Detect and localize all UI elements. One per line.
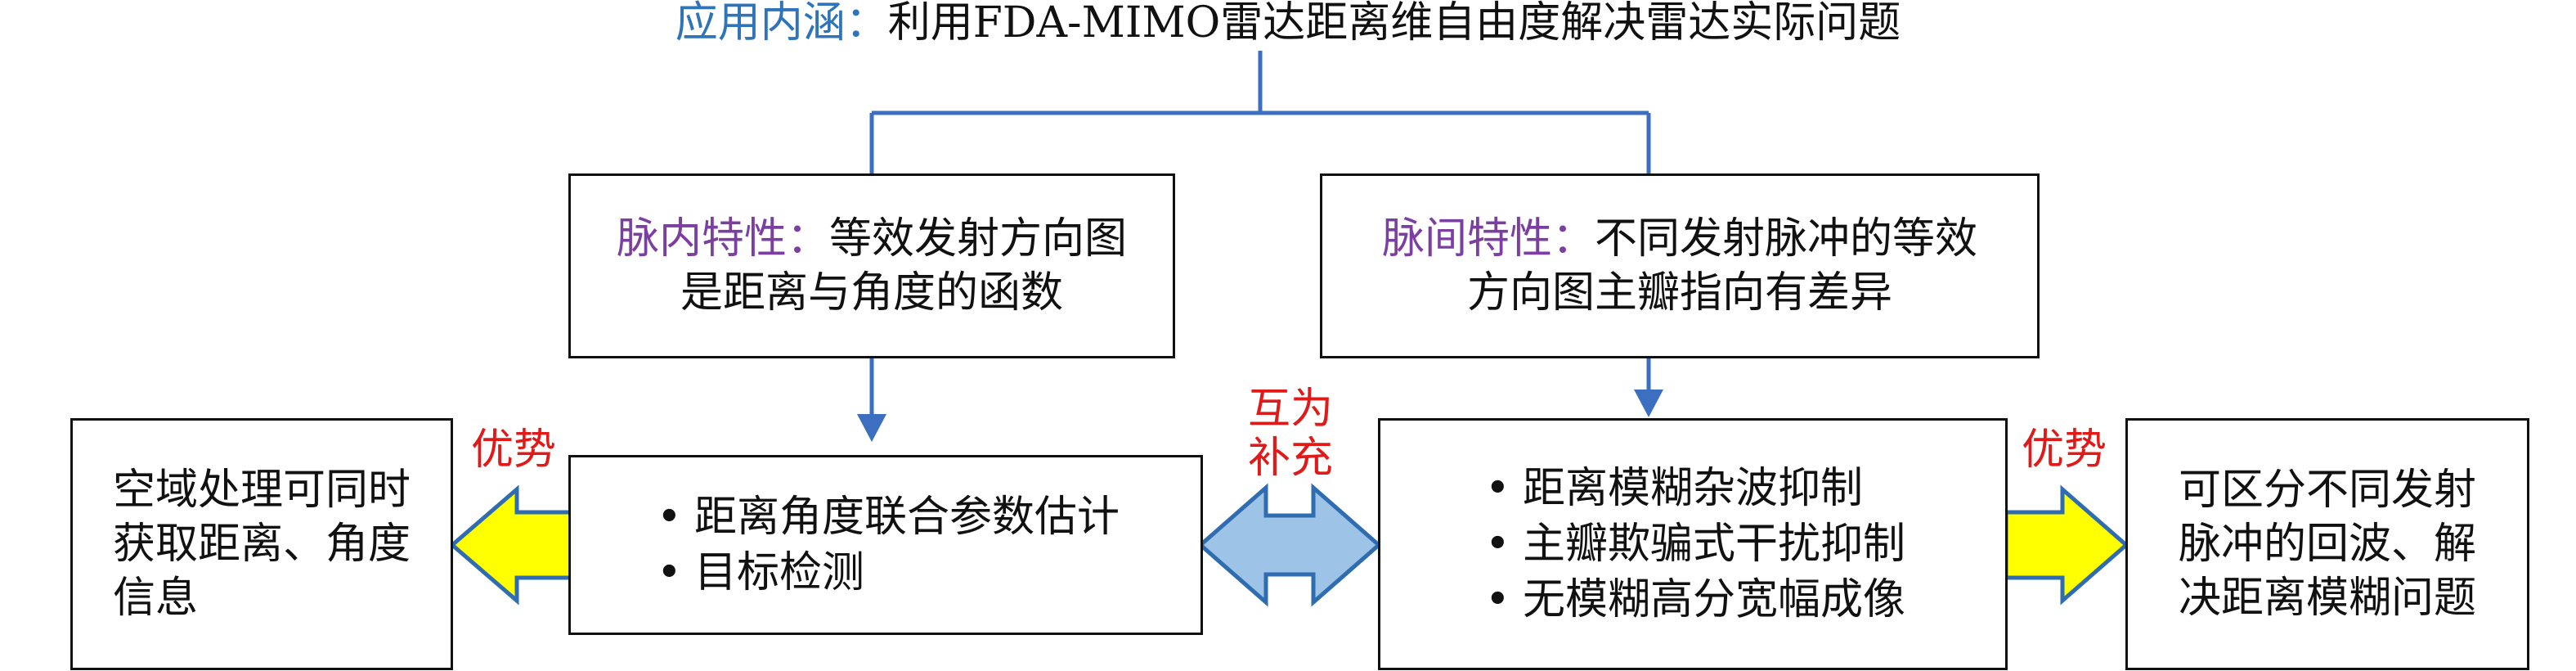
- yellow-arrow-left: [449, 484, 573, 606]
- inter-application-item: 主瓣欺骗式干扰抑制: [1480, 516, 1905, 572]
- inter-applications-box: 距离模糊杂波抑制 主瓣欺骗式干扰抑制 无模糊高分宽幅成像: [1378, 418, 2008, 670]
- inter-pulse-line1: 不同发射脉冲的等效: [1595, 214, 1978, 263]
- intra-application-item: 距离角度联合参数估计: [652, 489, 1120, 545]
- echo-separation-line3: 决距离模糊问题: [2178, 574, 2476, 623]
- inter-pulse-line2: 方向图主瓣指向有差异: [1466, 268, 1892, 317]
- advantage-label-left: 优势: [471, 426, 557, 475]
- echo-separation-box: 可区分不同发射 脉冲的回波、解 决距离模糊问题: [2125, 418, 2529, 670]
- echo-separation-line1: 可区分不同发射: [2178, 466, 2476, 515]
- application-title: 应用内涵：利用FDA-MIMO雷达距离维自由度解决雷达实际问题: [0, 0, 2576, 46]
- intra-pulse-line2: 是距离与角度的函数: [680, 268, 1063, 317]
- inter-pulse-box: 脉间特性：不同发射脉冲的等效 方向图主瓣指向有差异: [1320, 173, 2040, 358]
- spatial-processing-line2: 获取距离、角度: [112, 520, 411, 569]
- yellow-arrow-right: [2004, 484, 2129, 606]
- spatial-processing-line3: 信息: [112, 574, 198, 623]
- arrow-down-left: [857, 357, 886, 442]
- complement-label-line1: 互为: [1248, 385, 1334, 434]
- inter-pulse-lead: 脉间特性：: [1381, 214, 1595, 263]
- application-title-lead: 应用内涵：: [675, 0, 888, 47]
- intra-application-item: 目标检测: [652, 545, 1120, 601]
- inter-application-item: 距离模糊杂波抑制: [1480, 461, 1905, 516]
- advantage-label-right: 优势: [2022, 426, 2107, 475]
- intra-pulse-box: 脉内特性：等效发射方向图 是距离与角度的函数: [568, 173, 1175, 358]
- tree-connector: [869, 51, 1651, 173]
- spatial-processing-box: 空域处理可同时 获取距离、角度 信息: [70, 418, 453, 670]
- intra-pulse-lead: 脉内特性：: [616, 214, 829, 263]
- inter-application-item: 无模糊高分宽幅成像: [1480, 572, 1905, 628]
- complement-label-line2: 补充: [1248, 434, 1334, 483]
- blue-double-arrow: [1197, 483, 1382, 607]
- intra-applications-box: 距离角度联合参数估计 目标检测: [568, 455, 1203, 635]
- spatial-processing-line1: 空域处理可同时: [112, 466, 411, 515]
- intra-applications-list: 距离角度联合参数估计 目标检测: [652, 489, 1120, 601]
- inter-applications-list: 距离模糊杂波抑制 主瓣欺骗式干扰抑制 无模糊高分宽幅成像: [1480, 461, 1905, 628]
- intra-pulse-line1: 等效发射方向图: [829, 214, 1128, 263]
- arrow-down-right: [1634, 357, 1663, 417]
- echo-separation-line2: 脉冲的回波、解: [2178, 520, 2476, 569]
- complement-label: 互为 补充: [1248, 385, 1333, 483]
- application-title-text: 利用FDA-MIMO雷达距离维自由度解决雷达实际问题: [887, 0, 1901, 47]
